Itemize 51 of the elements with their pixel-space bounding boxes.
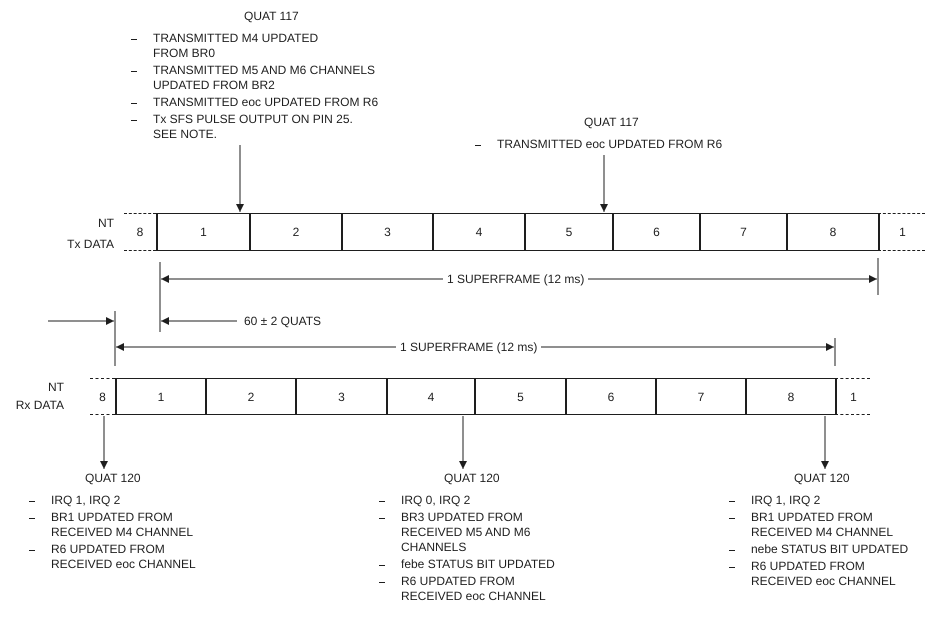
frame-slot: 5: [474, 378, 565, 415]
frame-slot: 8: [745, 378, 835, 415]
row-label: Rx DATA: [14, 398, 64, 413]
note-item: TRANSMITTED M5 AND M6 CHANNELS UPDATED FROM BR2: [130, 63, 390, 93]
note-heading: QUAT 120: [85, 470, 141, 487]
note-item: Tx SFS PULSE OUTPUT ON PIN 25. SEE NOTE.: [130, 112, 366, 142]
dimension-label: 1 SUPERFRAME (12 ms): [443, 272, 588, 287]
note-item: TRANSMITTED eoc UPDATED FROM R6: [130, 95, 390, 110]
frame-slot: 7: [699, 213, 786, 251]
note-item: febe STATUS BIT UPDATED: [378, 557, 578, 572]
frame-slot: 8: [124, 213, 156, 251]
arrow: [459, 416, 467, 470]
frame-slot: 1: [835, 378, 870, 415]
frame-slot: 3: [295, 378, 386, 415]
note-item: BR1 UPDATED FROM RECEIVED M4 CHANNEL: [28, 510, 228, 540]
note-item: R6 UPDATED FROM RECEIVED eoc CHANNEL: [378, 574, 578, 604]
row-label: NT: [47, 380, 64, 395]
note-item: IRQ 1, IRQ 2: [28, 493, 228, 508]
note-heading: QUAT 117: [244, 8, 299, 25]
note-item: IRQ 0, IRQ 2: [378, 493, 578, 508]
frame-slot: 8: [786, 213, 878, 251]
frame-slot: 4: [432, 213, 524, 251]
frame-slot: 2: [205, 378, 295, 415]
frame-slot: 7: [655, 378, 745, 415]
arrow: [100, 416, 108, 470]
dimension-label: 1 SUPERFRAME (12 ms): [396, 340, 542, 355]
note-item: nebe STATUS BIT UPDATED: [728, 542, 912, 557]
frame-slot: 2: [249, 213, 341, 251]
arrow: [600, 154, 608, 212]
frame-slot: 3: [341, 213, 432, 251]
note-heading: QUAT 120: [444, 470, 500, 487]
note-item: TRANSMITTED eoc UPDATED FROM R6: [474, 137, 774, 152]
frame-slot: 8: [90, 378, 115, 415]
frame-slot: 6: [612, 213, 699, 251]
frame-slot: 4: [386, 378, 474, 415]
note-heading: QUAT 117: [584, 114, 639, 131]
frame-slot: 6: [565, 378, 655, 415]
frame-slot: 1: [878, 213, 925, 251]
frame-slot: 1: [156, 213, 249, 251]
frame-slot: 1: [115, 378, 205, 415]
note-item: IRQ 1, IRQ 2: [728, 493, 912, 508]
row-label: NT: [97, 216, 114, 231]
arrow: [236, 144, 244, 212]
arrow: [821, 416, 829, 470]
note-item: R6 UPDATED FROM RECEIVED eoc CHANNEL: [728, 559, 912, 589]
dimension-label: 60 ± 2 QUATS: [244, 314, 322, 329]
note-item: R6 UPDATED FROM RECEIVED eoc CHANNEL: [28, 542, 228, 572]
frame-slot: 5: [524, 213, 612, 251]
row-label: Tx DATA: [66, 237, 114, 252]
note-item: TRANSMITTED M4 UPDATED FROM BR0: [130, 31, 341, 61]
note-heading: QUAT 120: [794, 470, 850, 487]
